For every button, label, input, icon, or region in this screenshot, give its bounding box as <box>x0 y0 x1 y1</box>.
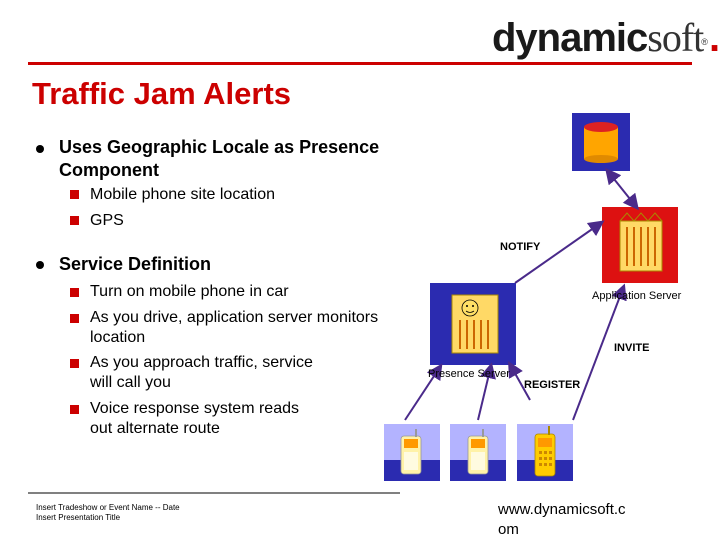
sub-bullet-square <box>70 405 79 414</box>
sub-bullet-text: As you approach traffic, service will ca… <box>90 354 313 391</box>
sub-bullet-square <box>70 190 79 199</box>
database-icon <box>572 113 630 171</box>
bullet-dot <box>36 145 44 153</box>
dynamicsoft-logo: dynamicsoft®. <box>492 15 720 61</box>
sub-bullet-square <box>70 216 79 225</box>
sub-bullet-text: Mobile phone site location <box>90 186 276 203</box>
sub-bullet-text: GPS <box>90 212 124 229</box>
bullet-text: Uses Geographic Locale as Presence Compo… <box>59 137 380 180</box>
application-server-label: Application Server <box>592 290 682 302</box>
website-url: www.dynamicsoft.c om <box>498 501 626 538</box>
presence-server-icon <box>430 283 516 365</box>
register-arrow <box>508 361 531 401</box>
invite-label: INVITE <box>614 342 650 354</box>
phone-link-arrow <box>477 362 496 421</box>
sub-bullet-square <box>70 359 79 368</box>
sub-bullet-text: Voice response system reads out alternat… <box>90 400 299 437</box>
notify-label: NOTIFY <box>500 241 541 253</box>
footer-text: Insert Tradeshow or Event Name -- Date I… <box>36 503 180 522</box>
mobile-phone-icon <box>450 424 506 481</box>
register-label: REGISTER <box>524 379 581 391</box>
bullet-text: Service Definition <box>59 254 212 274</box>
mobile-phone-icon <box>517 424 573 481</box>
title-divider <box>28 62 692 65</box>
sub-bullet-text: Turn on mobile phone in car <box>90 283 289 300</box>
sub-bullet-text: As you drive, application server monitor… <box>90 309 379 346</box>
sub-bullet-square <box>70 314 79 323</box>
notify-arrow <box>514 220 605 284</box>
application-server-icon <box>602 207 678 283</box>
db-link-arrow <box>605 167 639 211</box>
phone-link-arrow <box>404 363 443 421</box>
sub-bullet-square <box>70 288 79 297</box>
bullet-dot <box>36 261 44 269</box>
presence-server-label: Presence Server <box>428 368 510 380</box>
slide-title: Traffic Jam Alerts <box>32 76 292 111</box>
invite-arrow <box>572 283 627 421</box>
mobile-phone-icon <box>384 424 440 481</box>
